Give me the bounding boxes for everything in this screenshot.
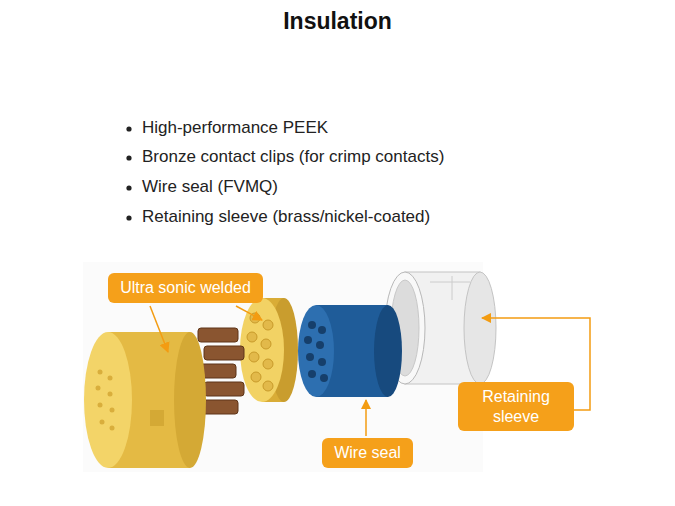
callout-box: Retaining sleeve <box>458 382 574 431</box>
bullet-text: Wire seal (FVMQ) <box>142 177 278 197</box>
bullet-text: Retaining sleeve (brass/nickel-coated) <box>142 207 430 227</box>
retaining-sleeve <box>385 272 496 384</box>
wire-seal <box>298 305 402 397</box>
bullet-text: Bronze contact clips (for crimp contacts… <box>142 147 444 167</box>
callout-label: Retaining sleeve <box>470 387 562 425</box>
callout-label: Wire seal <box>334 443 401 462</box>
image-ground <box>83 262 483 472</box>
insulator-housing <box>84 332 206 468</box>
slide-title: Insulation <box>0 8 675 35</box>
bullet-text: High-performance PEEK <box>142 118 328 138</box>
leader-lines <box>150 306 590 436</box>
callout-box: Wire seal <box>322 438 413 468</box>
callout-label: Ultra sonic welded <box>120 278 251 297</box>
bullet-dots <box>126 126 131 220</box>
callout-box: Ultra sonic welded <box>108 273 263 303</box>
